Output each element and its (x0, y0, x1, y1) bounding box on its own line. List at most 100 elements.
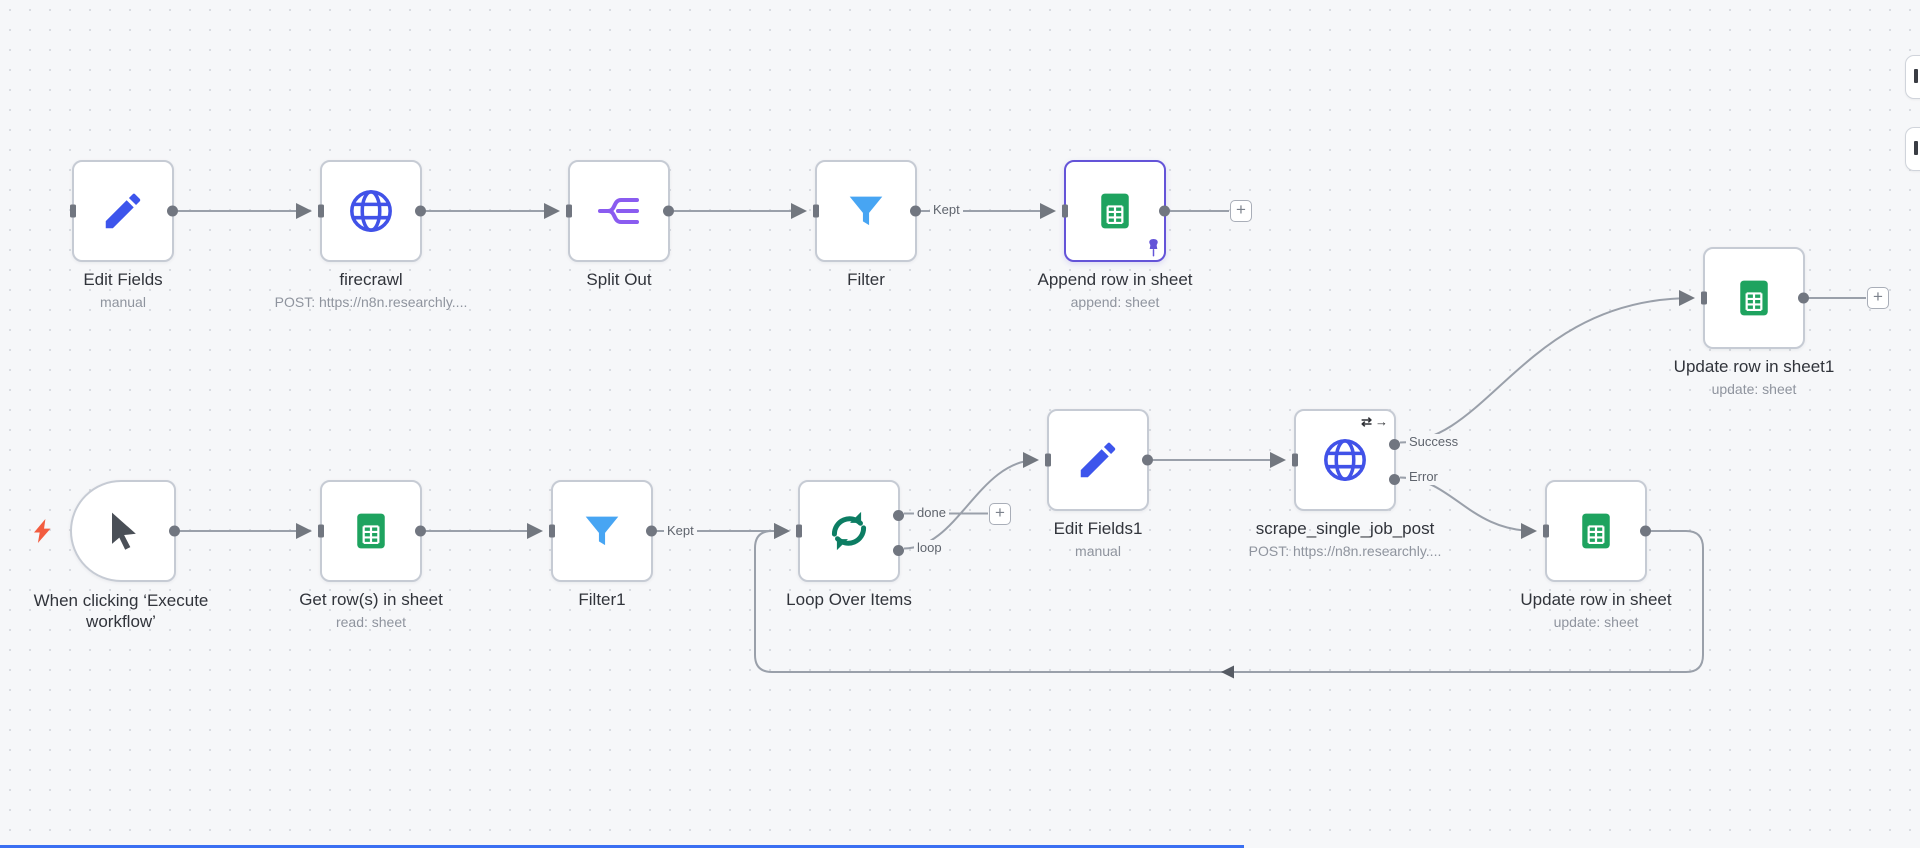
node-edit-fields1: Edit Fields1 manual (1045, 409, 1153, 559)
node-box-edit-fields1[interactable] (1045, 409, 1153, 511)
node-label: Filter (847, 270, 885, 289)
output-port[interactable] (1159, 205, 1170, 217)
output-label-kept: Kept (930, 202, 963, 218)
node-label: firecrawl (339, 270, 403, 289)
node-box-append-row-in-sheet[interactable] (1062, 160, 1170, 262)
panel-icon (1914, 69, 1918, 83)
input-port[interactable] (1292, 453, 1298, 467)
lightning-bolt-icon (34, 519, 51, 543)
input-port[interactable] (1045, 453, 1051, 467)
node-label: scrape_single_job_post (1255, 519, 1435, 538)
input-port[interactable] (70, 204, 76, 218)
side-panel-button-bottom[interactable] (1905, 127, 1920, 171)
input-port[interactable] (813, 204, 819, 218)
input-port[interactable] (796, 524, 802, 538)
node-filter: Filter (813, 160, 921, 289)
pin-icon (1149, 239, 1158, 257)
output-port-success[interactable] (1389, 439, 1400, 450)
google-sheets-icon (1582, 513, 1610, 549)
add-node-button[interactable]: + (1230, 200, 1252, 222)
output-port[interactable] (1640, 525, 1651, 537)
output-port[interactable] (167, 205, 178, 217)
node-box-update-row-in-sheet1[interactable] (1701, 247, 1809, 349)
pencil-icon (105, 193, 141, 229)
node-sublabel: update: sheet (1553, 614, 1639, 630)
horizontal-scrollbar[interactable] (0, 845, 1244, 848)
node-append-row-in-sheet: Append row in sheet append: sheet (1038, 160, 1193, 310)
node-sublabel: POST: https://n8n.researchly.... (1248, 543, 1442, 559)
funnel-icon (585, 516, 619, 546)
input-port[interactable] (318, 524, 324, 538)
node-sublabel: append: sheet (1070, 294, 1160, 310)
node-box-manual-trigger[interactable] (70, 480, 180, 582)
cursor-icon (112, 512, 136, 550)
pencil-icon (1080, 442, 1116, 478)
node-label: Update row in sheet (1520, 590, 1672, 609)
output-port-loop[interactable] (893, 545, 904, 556)
output-port[interactable] (910, 205, 921, 217)
node-scrape-single-job-post: ⇄ → scrape_single_job_post POST: https:/… (1249, 409, 1441, 559)
node-box-get-rows-in-sheet[interactable] (318, 480, 426, 582)
node-box-scrape-single-job-post[interactable]: ⇄ → (1292, 409, 1400, 511)
node-box-update-row-in-sheet[interactable] (1543, 480, 1651, 582)
input-port[interactable] (566, 204, 572, 218)
node-sublabel: POST: https://n8n.researchly.... (274, 294, 468, 310)
node-label: Get row(s) in sheet (299, 590, 443, 609)
output-label-error: Error (1406, 469, 1441, 485)
node-label: Edit Fields (83, 270, 163, 289)
output-port[interactable] (646, 525, 657, 537)
node-box-firecrawl[interactable] (318, 160, 426, 262)
output-port-done[interactable] (893, 510, 904, 521)
node-sublabel: read: sheet (335, 614, 407, 630)
node-firecrawl: firecrawl POST: https://n8n.researchly..… (275, 160, 467, 310)
input-port[interactable] (549, 524, 555, 538)
node-label: Loop Over Items (786, 590, 912, 609)
output-port-error[interactable] (1389, 474, 1400, 485)
input-port[interactable] (1062, 204, 1068, 218)
node-get-rows-in-sheet: Get row(s) in sheet read: sheet (299, 480, 443, 630)
loopback-direction-arrow (1221, 665, 1234, 679)
node-edit-fields: Edit Fields manual (70, 160, 178, 310)
output-port[interactable] (1142, 454, 1153, 466)
node-manual-trigger: When clicking ‘Execute workflow’ (34, 480, 208, 631)
loop-icon (831, 511, 867, 551)
google-sheets-icon (1740, 280, 1768, 316)
input-port[interactable] (318, 204, 324, 218)
output-port[interactable] (169, 525, 180, 537)
node-loop-over-items: Loop Over Items (786, 480, 912, 609)
output-label-done: done (914, 505, 949, 521)
node-box-filter[interactable] (813, 160, 921, 262)
add-node-button[interactable]: + (989, 503, 1011, 525)
output-port[interactable] (415, 525, 426, 537)
globe-icon (350, 190, 392, 232)
node-label: Edit Fields1 (1053, 519, 1143, 538)
node-sublabel: manual (1075, 543, 1121, 559)
side-panel-button-top[interactable] (1905, 55, 1920, 99)
globe-icon (1324, 439, 1366, 481)
continue-arrow-icon: → (1375, 414, 1388, 429)
node-label: When clicking ‘Execute workflow’ (33, 591, 209, 632)
node-box-loop-over-items[interactable] (796, 480, 904, 582)
node-split-out: Split Out (566, 160, 674, 289)
node-box-edit-fields[interactable] (70, 160, 178, 262)
output-port[interactable] (663, 205, 674, 217)
node-label: Split Out (586, 270, 652, 289)
node-label: Append row in sheet (1037, 270, 1193, 289)
google-sheets-icon (1101, 193, 1129, 229)
input-port[interactable] (1543, 524, 1549, 538)
node-filter1: Filter1 (549, 480, 657, 609)
input-port[interactable] (1701, 291, 1707, 305)
output-label-kept: Kept (664, 523, 697, 539)
node-setting-badges: ⇄ → (1361, 414, 1388, 430)
add-node-button[interactable]: + (1867, 287, 1889, 309)
panel-icon (1914, 141, 1918, 155)
output-port[interactable] (1798, 292, 1809, 304)
output-port[interactable] (415, 205, 426, 217)
node-sublabel: update: sheet (1711, 381, 1797, 397)
node-label: Filter1 (578, 590, 626, 609)
output-label-loop: loop (914, 540, 945, 556)
node-box-filter1[interactable] (549, 480, 657, 582)
node-box-split-out[interactable] (566, 160, 674, 262)
